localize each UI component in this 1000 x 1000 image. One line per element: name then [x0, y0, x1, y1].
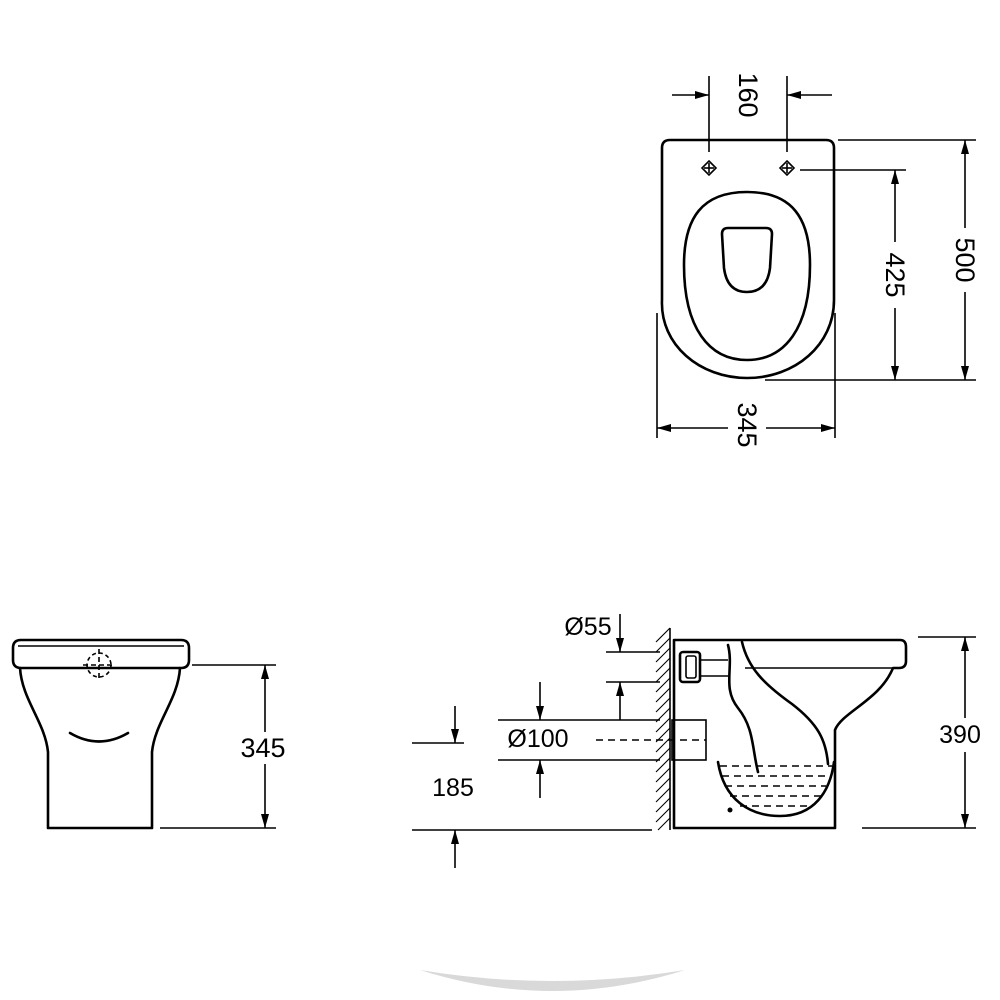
dimension-425: 425 [800, 169, 910, 380]
dimension-inlet-diameter: Ø55 [564, 613, 660, 720]
side-body-outline [672, 638, 908, 830]
plan-view: 160 500 425 345 [656, 72, 980, 448]
water-level-lines [720, 765, 832, 807]
label-500: 500 [950, 237, 980, 282]
label-390: 390 [939, 721, 981, 749]
plan-bowl-opening [720, 226, 774, 294]
dimension-500: 500 [765, 139, 980, 381]
dimension-side-height: 390 [862, 636, 981, 829]
fixing-hole-left [700, 159, 718, 177]
wall [655, 627, 671, 831]
wall-hatching [655, 627, 671, 831]
label-outlet-diameter: Ø100 [507, 725, 568, 753]
inlet-connector [678, 650, 728, 684]
dimension-160: 160 [672, 72, 832, 152]
label-160: 160 [733, 72, 763, 117]
front-fixing-symbol [83, 649, 115, 681]
side-view: Ø55 Ø100 185 390 [412, 613, 981, 868]
label-345-front: 345 [240, 733, 285, 763]
plan-outer-outline [660, 138, 836, 380]
front-body-curve [68, 731, 130, 743]
side-bowl [716, 760, 836, 818]
label-inlet-diameter: Ø55 [564, 613, 611, 641]
front-rim [11, 638, 191, 670]
dimension-345-plan: 345 [656, 313, 836, 448]
drain-point [727, 807, 733, 813]
dimension-outlet-height: 185 [412, 706, 652, 868]
fixing-hole-right [778, 159, 796, 177]
outlet-pipe [596, 719, 707, 761]
plan-seat-opening [682, 190, 812, 362]
label-345-plan: 345 [732, 402, 762, 447]
label-outlet-height: 185 [432, 774, 474, 802]
trap-channel [726, 640, 830, 774]
dimension-345-front: 345 [160, 664, 286, 829]
label-425: 425 [880, 252, 910, 297]
front-body [18, 666, 182, 830]
dimension-outlet-diameter: Ø100 [498, 682, 660, 798]
front-view: 345 [11, 638, 286, 830]
bottom-shadow [420, 970, 685, 991]
